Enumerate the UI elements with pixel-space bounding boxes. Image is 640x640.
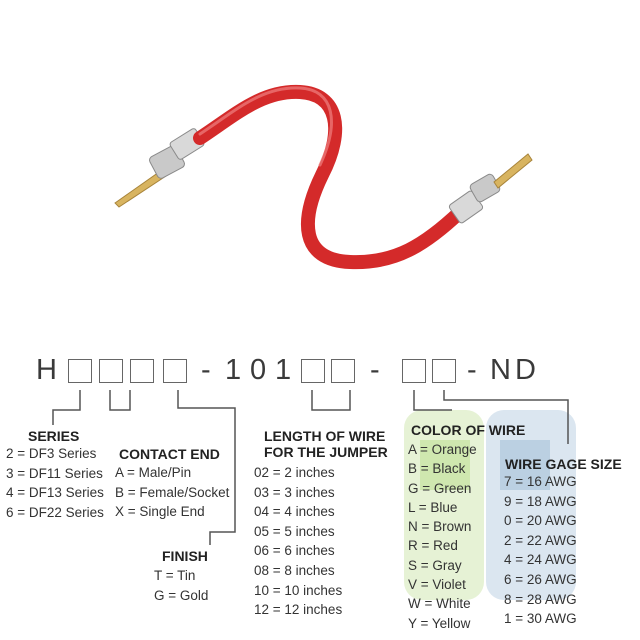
pn-dash-3: - (467, 354, 477, 386)
length-item: 08 = 8 inches (254, 562, 335, 578)
series-item: 4 = DF13 Series (6, 485, 104, 501)
color-list: A = Orange B = Black G = Green L = Blue … (408, 440, 477, 633)
color-item: A = Orange (408, 442, 477, 457)
series-line (52, 390, 81, 425)
pn-digit-3: 1 (275, 354, 292, 386)
pn-digit-2: 0 (250, 354, 267, 386)
length-item: 10 = 10 inches (254, 582, 343, 598)
length-item: 04 = 4 inches (254, 504, 335, 520)
gage-item: 4 = 24 AWG (504, 552, 577, 568)
gage-item: 7 = 16 AWG (504, 474, 577, 489)
length-item: 02 = 2 inches (254, 465, 335, 480)
length-item: 06 = 6 inches (254, 543, 335, 559)
series-heading: SERIES (28, 428, 80, 444)
contact-end-item: X = Single End (115, 504, 205, 520)
contact-end-item: B = Female/Socket (115, 484, 230, 500)
pn-dash-1: - (201, 354, 211, 386)
length-item: 05 = 5 inches (254, 523, 335, 539)
finish-item: T = Tin (154, 568, 196, 583)
length-item: 12 = 12 inches (254, 602, 343, 618)
contact-end-line (109, 390, 131, 411)
pn-dash-2: - (370, 354, 380, 386)
color-heading: COLOR OF WIRE (411, 422, 526, 438)
length-box-1 (301, 359, 325, 383)
color-item: G = Green (408, 480, 472, 496)
color-item: Y = Yellow (408, 615, 471, 631)
gage-item: 9 = 18 AWG (504, 493, 577, 509)
finish-list: T = Tin G = Gold (154, 566, 208, 605)
contact-end-heading: CONTACT END (119, 446, 220, 462)
contact-end-item: A = Male/Pin (115, 465, 192, 480)
pn-suffix-n: N (490, 354, 511, 386)
length-heading-line1: LENGTH OF WIRE (264, 428, 386, 444)
gage-item: 0 = 20 AWG (504, 513, 577, 529)
gage-line (443, 390, 569, 444)
finish-item: G = Gold (154, 587, 209, 603)
gage-list: 7 = 16 AWG 9 = 18 AWG 0 = 20 AWG 2 = 22 … (504, 472, 577, 629)
pn-suffix-d: D (515, 354, 536, 386)
gage-item: 8 = 28 AWG (504, 591, 577, 607)
finish-box (163, 359, 187, 383)
series-item: 3 = DF11 Series (6, 465, 103, 481)
color-box (402, 359, 426, 383)
gage-item: 6 = 26 AWG (504, 571, 577, 587)
length-box-2 (331, 359, 355, 383)
right-pin-terminal (448, 153, 533, 224)
contact-end-list: A = Male/Pin B = Female/Socket X = Singl… (115, 463, 229, 522)
series-list: 2 = DF3 Series 3 = DF11 Series 4 = DF13 … (6, 444, 104, 522)
gage-item: 1 = 30 AWG (504, 611, 577, 627)
series-item: 2 = DF3 Series (6, 446, 97, 461)
color-item: L = Blue (408, 499, 458, 515)
color-item: V = Violet (408, 577, 466, 593)
color-item: R = Red (408, 538, 458, 554)
contact-end-box (99, 359, 123, 383)
finish-heading: FINISH (162, 548, 208, 564)
pn-prefix: H (36, 354, 57, 386)
color-item: B = Black (408, 461, 466, 477)
gage-item: 2 = 22 AWG (504, 532, 577, 548)
length-line (311, 390, 351, 411)
gage-heading: WIRE GAGE SIZE (505, 456, 622, 472)
length-heading-line2: FOR THE JUMPER (264, 444, 388, 460)
length-list: 02 = 2 inches 03 = 3 inches 04 = 4 inche… (254, 463, 342, 620)
contact-end-box-2 (130, 359, 154, 383)
series-item: 6 = DF22 Series (6, 504, 104, 520)
length-item: 03 = 3 inches (254, 484, 335, 500)
gage-box (432, 359, 456, 383)
color-item: S = Gray (408, 557, 462, 573)
color-line (413, 390, 452, 411)
finish-line (177, 390, 236, 545)
color-item: N = Brown (408, 519, 472, 535)
jumper-wire-image (114, 84, 533, 270)
color-item: W = White (408, 596, 471, 612)
pn-digit-1: 1 (225, 354, 242, 386)
series-box (68, 359, 92, 383)
red-wire (193, 84, 467, 270)
